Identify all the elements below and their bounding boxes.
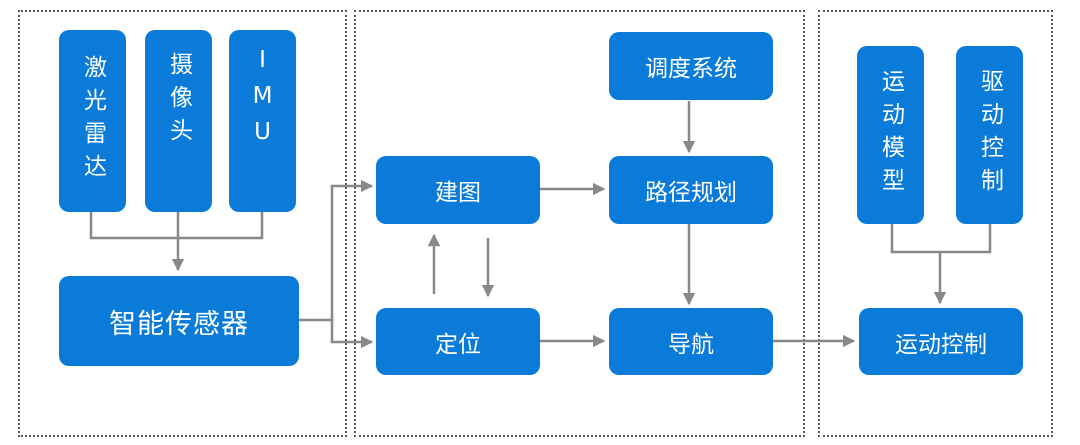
- navigation-box: 导航: [609, 308, 773, 375]
- localization-label: 定位: [435, 331, 481, 358]
- drive-control-label: 驱动控制: [976, 69, 1003, 201]
- lidar-label: 激光雷达: [79, 55, 106, 187]
- mapping-label: 建图: [435, 180, 481, 206]
- planning-panel: [354, 10, 805, 437]
- camera-box: 摄像头: [145, 30, 212, 212]
- motion-model-label: 运动模型: [877, 69, 904, 201]
- path-planning-label: 路径规划: [645, 180, 737, 206]
- motion-control-box: 运动控制: [859, 308, 1023, 375]
- localization-box: 定位: [376, 308, 540, 375]
- motion-control-label: 运动控制: [895, 331, 987, 358]
- camera-label: 摄像头: [165, 51, 192, 151]
- drive-control-box: 驱动控制: [956, 46, 1023, 224]
- control-merge-line: [890, 224, 992, 254]
- arrow-to-localization: [330, 320, 374, 349]
- dispatch-system-label: 调度系统: [645, 56, 737, 82]
- imu-box: IMU: [229, 30, 296, 212]
- imu-label: IMU: [249, 47, 276, 155]
- smart-sensor-label: 智能传感器: [109, 308, 249, 340]
- lidar-box: 激光雷达: [59, 30, 126, 212]
- smart-sensor-box: 智能传感器: [59, 276, 299, 366]
- path-planning-box: 路径规划: [609, 156, 773, 224]
- mapping-box: 建图: [376, 156, 540, 224]
- motion-model-box: 运动模型: [857, 46, 924, 224]
- navigation-label: 导航: [668, 331, 714, 358]
- sensor-panel: [18, 10, 347, 437]
- control-panel: [818, 10, 1053, 437]
- dispatch-system-box: 调度系统: [609, 32, 773, 100]
- arrow-to-mapping: [298, 179, 374, 322]
- sensor-merge-line: [89, 212, 264, 240]
